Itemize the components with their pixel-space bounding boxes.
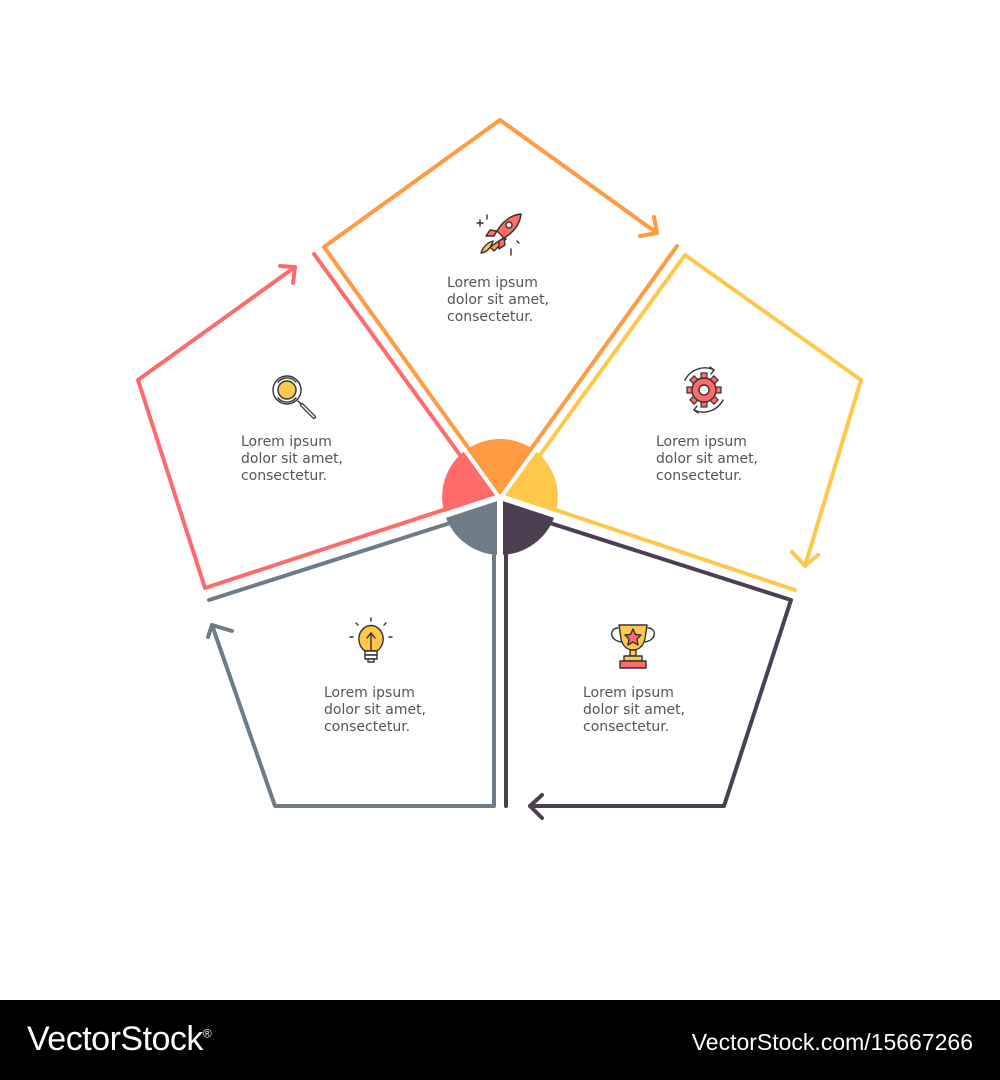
pentagon-cycle-diagram: Lorem ipsum dolor sit amet, consectetur.…	[136, 118, 863, 820]
image-reference: VectorStock.com/15667266	[691, 1029, 973, 1055]
stage-1-outline	[322, 118, 679, 494]
stage-4-arrowhead	[206, 623, 234, 639]
stage-3-arrowhead	[528, 793, 544, 820]
stage-3-line-2: dolor sit amet,	[583, 702, 685, 718]
rocket-icon	[476, 213, 522, 256]
stage-5-line-1: Lorem ipsum	[241, 434, 332, 450]
stage-3-pentagon	[504, 507, 793, 808]
stage-5-outline	[136, 252, 491, 590]
stage-3-text: Lorem ipsum dolor sit amet, consectetur.	[583, 685, 685, 735]
brand-mark: ®	[202, 1026, 212, 1041]
stage-1-text: Lorem ipsum dolor sit amet, consectetur.	[447, 275, 549, 325]
stage-2-pentagon	[509, 253, 863, 592]
brand-name: VectorStock	[27, 1020, 203, 1058]
stage-5-arrowhead	[278, 264, 297, 285]
stage-4-line-3: consectetur.	[324, 719, 410, 735]
stage-5-line-2: dolor sit amet,	[241, 451, 343, 467]
stage-4-line-2: dolor sit amet,	[324, 702, 426, 718]
stage-2-line-2: dolor sit amet,	[656, 451, 758, 467]
stage-5-pentagon	[136, 252, 491, 590]
stage-1-line-1: Lorem ipsum	[447, 275, 538, 291]
stage-1-line-2: dolor sit amet,	[447, 292, 549, 308]
stage-2-line-1: Lorem ipsum	[656, 434, 747, 450]
stage-1-pentagon	[322, 118, 679, 494]
stage-4-outline	[206, 507, 496, 808]
trophy-icon	[611, 624, 655, 669]
stage-3-line-3: consectetur.	[583, 719, 669, 735]
center-segment-stage1	[466, 438, 534, 497]
stage-2-arrowhead	[790, 550, 820, 568]
stage-2-line-3: consectetur.	[656, 468, 742, 484]
search-icon	[272, 375, 316, 419]
stage-3-line-1: Lorem ipsum	[583, 685, 674, 701]
watermark-footer: VectorStock® VectorStock.com/15667266	[0, 1000, 1000, 1080]
stage-1-arrowhead	[638, 215, 659, 238]
stage-3-outline	[504, 507, 793, 820]
lightbulb-icon	[349, 617, 393, 663]
stage-2-outline	[509, 253, 863, 592]
stage-4-line-1: Lorem ipsum	[324, 685, 415, 701]
stage-4-pentagon	[207, 507, 496, 808]
stage-4-text: Lorem ipsum dolor sit amet, consectetur.	[324, 685, 426, 735]
vectorstock-logo: VectorStock®	[27, 1020, 212, 1059]
stage-2-text: Lorem ipsum dolor sit amet, consectetur.	[656, 434, 758, 484]
gear-icon	[684, 366, 724, 414]
stage-5-line-3: consectetur.	[241, 468, 327, 484]
stage-5-text: Lorem ipsum dolor sit amet, consectetur.	[241, 434, 343, 484]
stage-1-line-3: consectetur.	[447, 309, 533, 325]
